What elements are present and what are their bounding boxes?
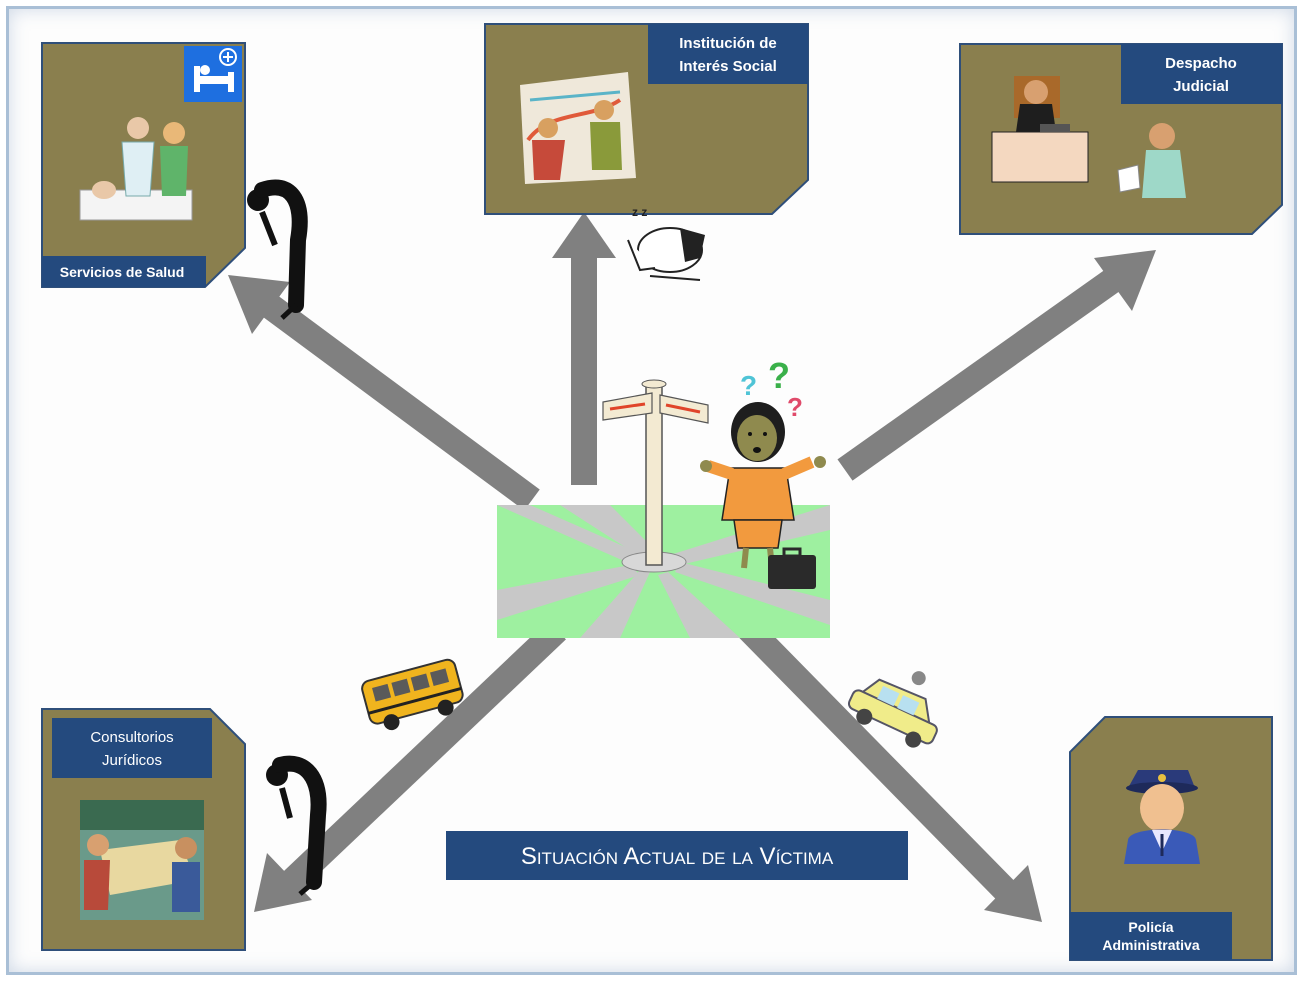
police-label-line1: Policía: [1128, 919, 1173, 935]
arrow-to-police: [728, 608, 1042, 922]
legal-clinic-panel: Consultorios Jurídicos: [41, 708, 246, 951]
title-banner: Situación Actual de la Víctima: [446, 831, 908, 880]
arrow-to-legal: [254, 620, 566, 912]
diagram-title: Situación Actual de la Víctima: [521, 843, 834, 870]
question-mark-1: ?: [740, 370, 757, 401]
police-officer-icon: [1124, 770, 1200, 864]
arrow-to-judicial: [837, 250, 1156, 481]
judicial-office-label-line1: Despacho: [1165, 55, 1237, 72]
legal-clinic-label-line2: Jurídicos: [102, 752, 162, 769]
police-panel: Policía Administrativa: [1069, 716, 1273, 961]
health-services-label: Servicios de Salud: [60, 264, 185, 280]
crying-person-illustration: [1117, 123, 1186, 198]
meeting-illustration: [80, 800, 204, 920]
school-bus-icon: [361, 658, 464, 731]
hunched-figure-icon: [247, 179, 308, 320]
people-helping-illustration: [520, 72, 636, 184]
hunched-figure-icon-2: [266, 755, 327, 896]
legal-clinic-label-line1: Consultorios: [90, 729, 173, 746]
police-label-line2: Administrativa: [1102, 937, 1199, 953]
judge-desk-illustration: [991, 76, 1089, 183]
social-interest-label-line1: Institución de: [679, 35, 777, 52]
social-interest-label-line2: Interés Social: [679, 58, 777, 75]
sleep-marks: z z: [632, 205, 647, 219]
question-mark-3: ?: [787, 392, 803, 422]
car-icon: [847, 671, 938, 748]
arrow-to-social: [552, 212, 616, 485]
victim-woman-icon: ? ? ?: [700, 355, 826, 589]
social-interest-panel: Institución de Interés Social: [484, 23, 809, 215]
sleeping-official-icon: z z: [627, 205, 705, 281]
health-services-panel: Servicios de Salud: [41, 42, 246, 288]
judicial-office-label-line2: Judicial: [1173, 78, 1229, 95]
hospital-bed-icon: [184, 46, 242, 102]
arrow-to-health: [228, 275, 540, 511]
judicial-office-panel: Despacho Judicial: [959, 43, 1283, 235]
question-mark-2: ?: [768, 355, 790, 396]
medical-staff-illustration: [79, 117, 193, 221]
